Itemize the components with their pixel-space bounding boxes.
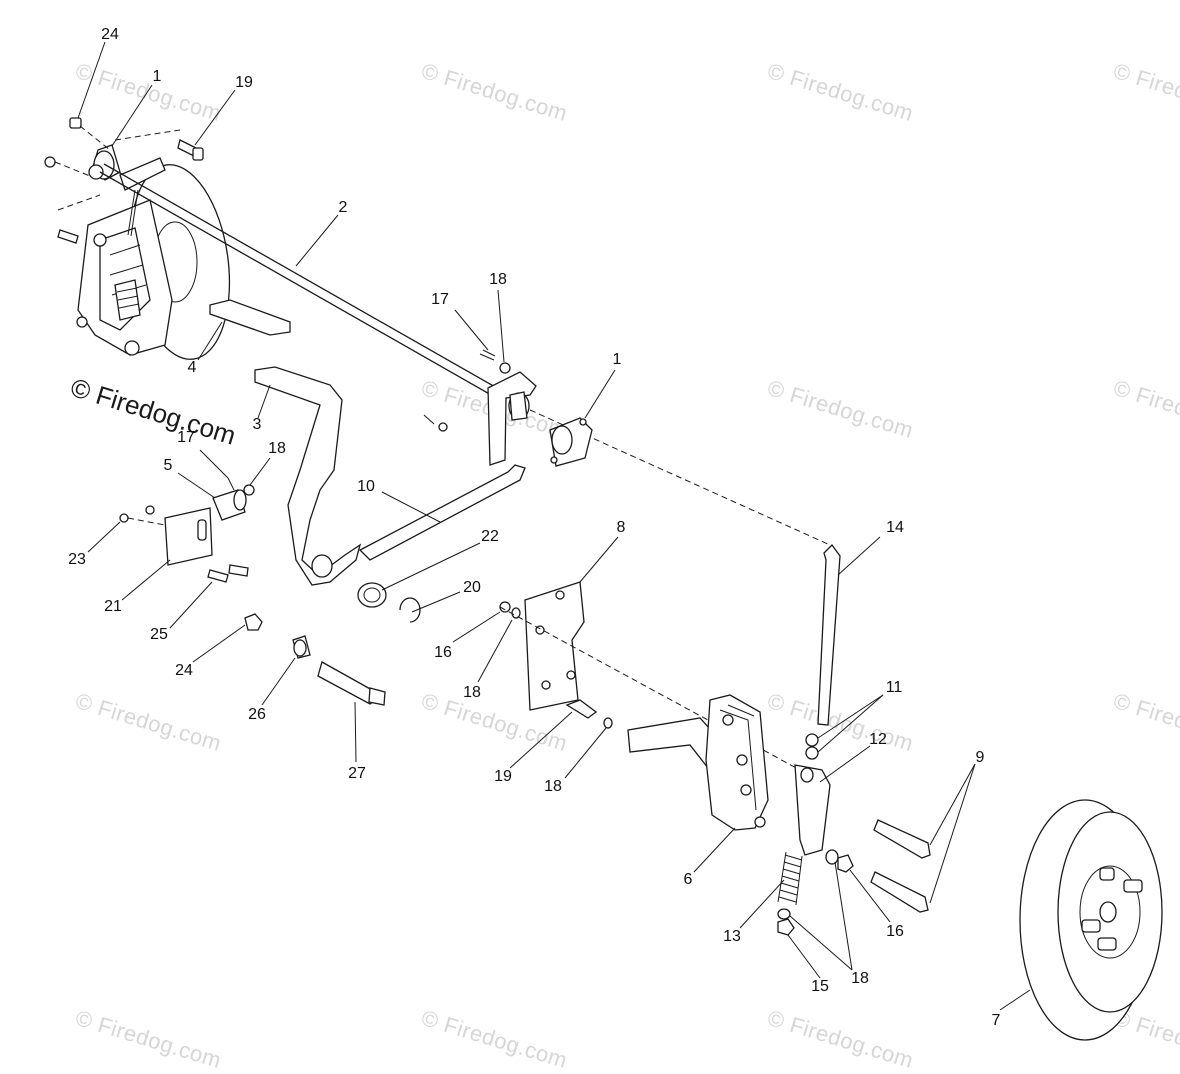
callout-label: 16 — [886, 923, 904, 940]
callout-label: 11 — [885, 679, 903, 696]
callout-label: 24 — [101, 26, 119, 43]
callout-label: 19 — [494, 768, 512, 785]
spring-stack — [777, 851, 803, 936]
callout-label: 19 — [235, 74, 253, 91]
brake-rod — [358, 464, 526, 561]
bolt-stack — [244, 613, 386, 706]
callout-label: 6 — [683, 871, 693, 888]
callout-label: 4 — [187, 359, 197, 376]
callout-label: 25 — [150, 626, 168, 643]
callout-label: 5 — [163, 457, 173, 474]
callout-label: 7 — [991, 1012, 1001, 1029]
right-brake-caliper — [565, 694, 769, 831]
callout-label: 15 — [811, 978, 829, 995]
callout-label: 23 — [68, 551, 86, 568]
pedal-pad — [209, 299, 291, 336]
callout-label: 18 — [544, 778, 562, 795]
callout-label: 18 — [268, 440, 286, 457]
washer-and-clip — [357, 582, 421, 623]
leader-lines — [77, 41, 1031, 1011]
lever-bracket — [794, 733, 831, 856]
callout-label: 20 — [463, 579, 481, 596]
callout-label: 1 — [612, 351, 622, 368]
callout-label: 10 — [357, 478, 375, 495]
callout-label: 9 — [975, 749, 985, 766]
callout-label: 18 — [463, 684, 481, 701]
callout-label: 18 — [851, 970, 869, 987]
callout-label: 12 — [869, 731, 887, 748]
callout-label: 1 — [152, 68, 162, 85]
callout-label: 17 — [177, 429, 195, 446]
callout-label: 17 — [431, 291, 449, 308]
callout-label: 13 — [723, 928, 741, 945]
callout-label: 2 — [338, 199, 348, 216]
brake-pedal — [254, 366, 362, 586]
brake-rotor — [1019, 799, 1163, 1041]
callout-label: 26 — [248, 706, 266, 723]
bushing-and-bracket — [119, 477, 255, 583]
callout-label: 16 — [434, 644, 452, 661]
callout-label: 24 — [175, 662, 193, 679]
callout-label: 8 — [616, 519, 626, 536]
callout-label: 14 — [886, 519, 904, 536]
cable-rod — [817, 544, 841, 726]
left-brake-assembly — [44, 117, 231, 360]
callout-label: 22 — [481, 528, 499, 545]
callout-label: 21 — [104, 598, 122, 615]
pins — [825, 819, 931, 913]
shaft-bracket — [423, 349, 593, 467]
callout-label: 3 — [252, 416, 262, 433]
callout-label: 27 — [348, 765, 366, 782]
callout-label: 18 — [489, 271, 507, 288]
